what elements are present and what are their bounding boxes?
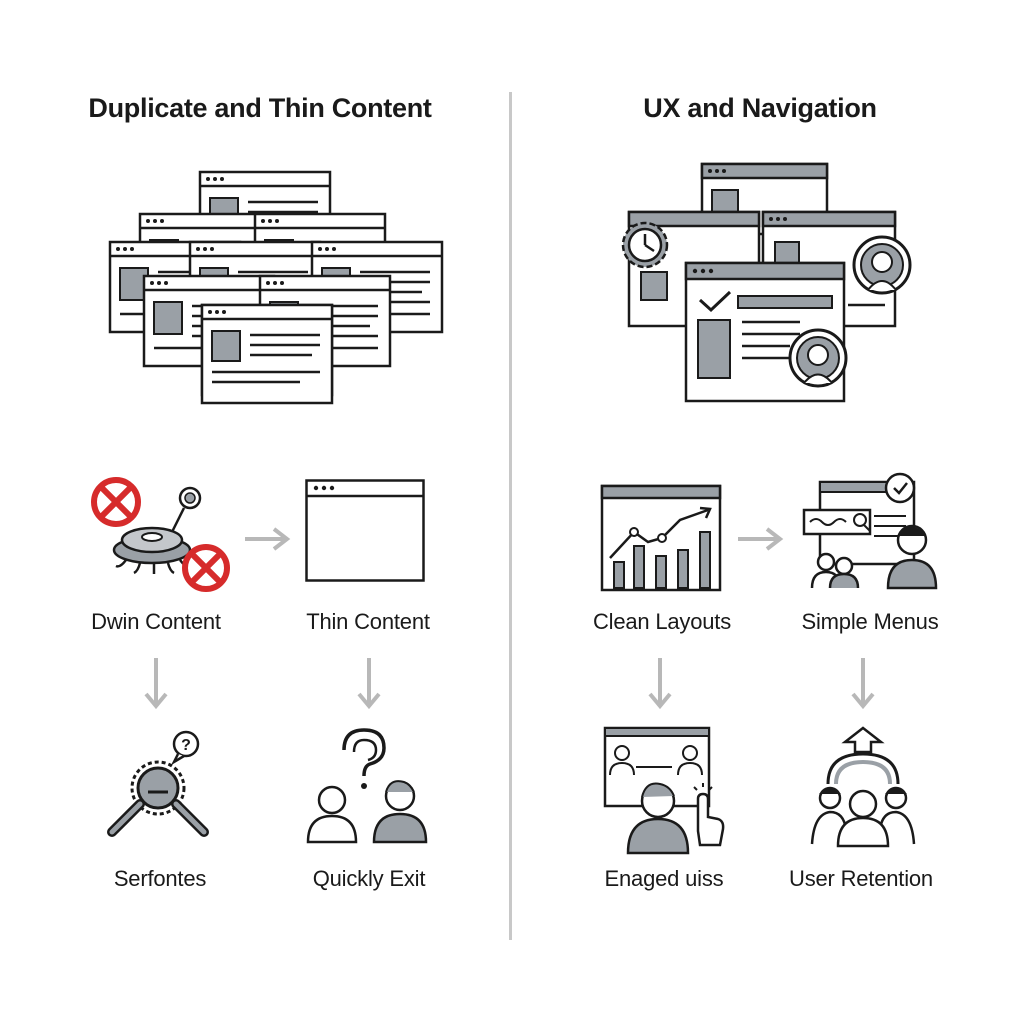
node-label-simple-menus: Simple Menus xyxy=(801,609,939,634)
right-panel-title: UX and Navigation xyxy=(643,93,877,123)
node-label-thin-content: Thin Content xyxy=(306,609,430,634)
user-group-icon xyxy=(810,726,916,848)
node-label-clean-layouts: Clean Layouts xyxy=(592,609,732,634)
user-clicking-screen-icon xyxy=(603,726,725,855)
chart-dashboard-icon xyxy=(600,484,722,592)
node-label-user-retention: User Retention xyxy=(789,866,933,891)
blocked-crawler-bug-icon xyxy=(91,477,230,592)
menu-users-screen-icon xyxy=(802,472,938,590)
node-label-serfontes: Serfontes xyxy=(113,866,207,891)
node-label-quickly-exit: Quickly Exit xyxy=(312,866,426,891)
empty-browser-window-icon xyxy=(305,479,425,582)
left-panel-title: Duplicate and Thin Content xyxy=(88,93,432,123)
confused-users-icon xyxy=(306,728,428,844)
node-label-engaged-users: Enaged uiss xyxy=(604,866,724,891)
node-label-dwin-content: Dwin Content xyxy=(91,609,221,634)
panel-divider xyxy=(509,92,512,940)
svg-text:?: ? xyxy=(181,737,191,754)
search-magnifier-question-icon: ? xyxy=(107,730,209,837)
